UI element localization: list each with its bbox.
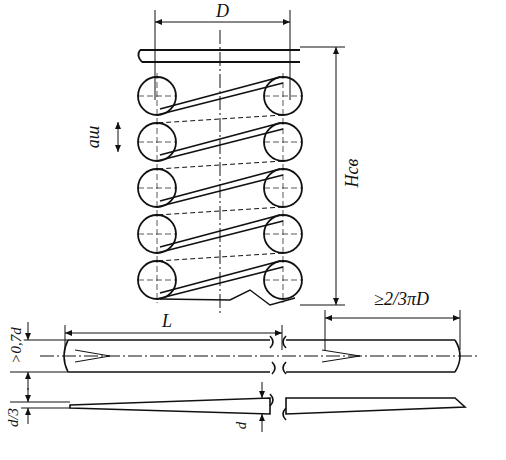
dimension-label: ≥2/3πD bbox=[372, 290, 431, 308]
dimension-label: d/3 bbox=[6, 406, 21, 429]
dimension-label: D bbox=[214, 2, 231, 20]
dimension-label: Hсв bbox=[343, 157, 361, 190]
dimension-label: L bbox=[160, 312, 174, 330]
dimension-label: >0,7d bbox=[9, 325, 24, 365]
dimension-label: aш bbox=[84, 124, 102, 151]
dimension-label: d bbox=[234, 420, 249, 432]
